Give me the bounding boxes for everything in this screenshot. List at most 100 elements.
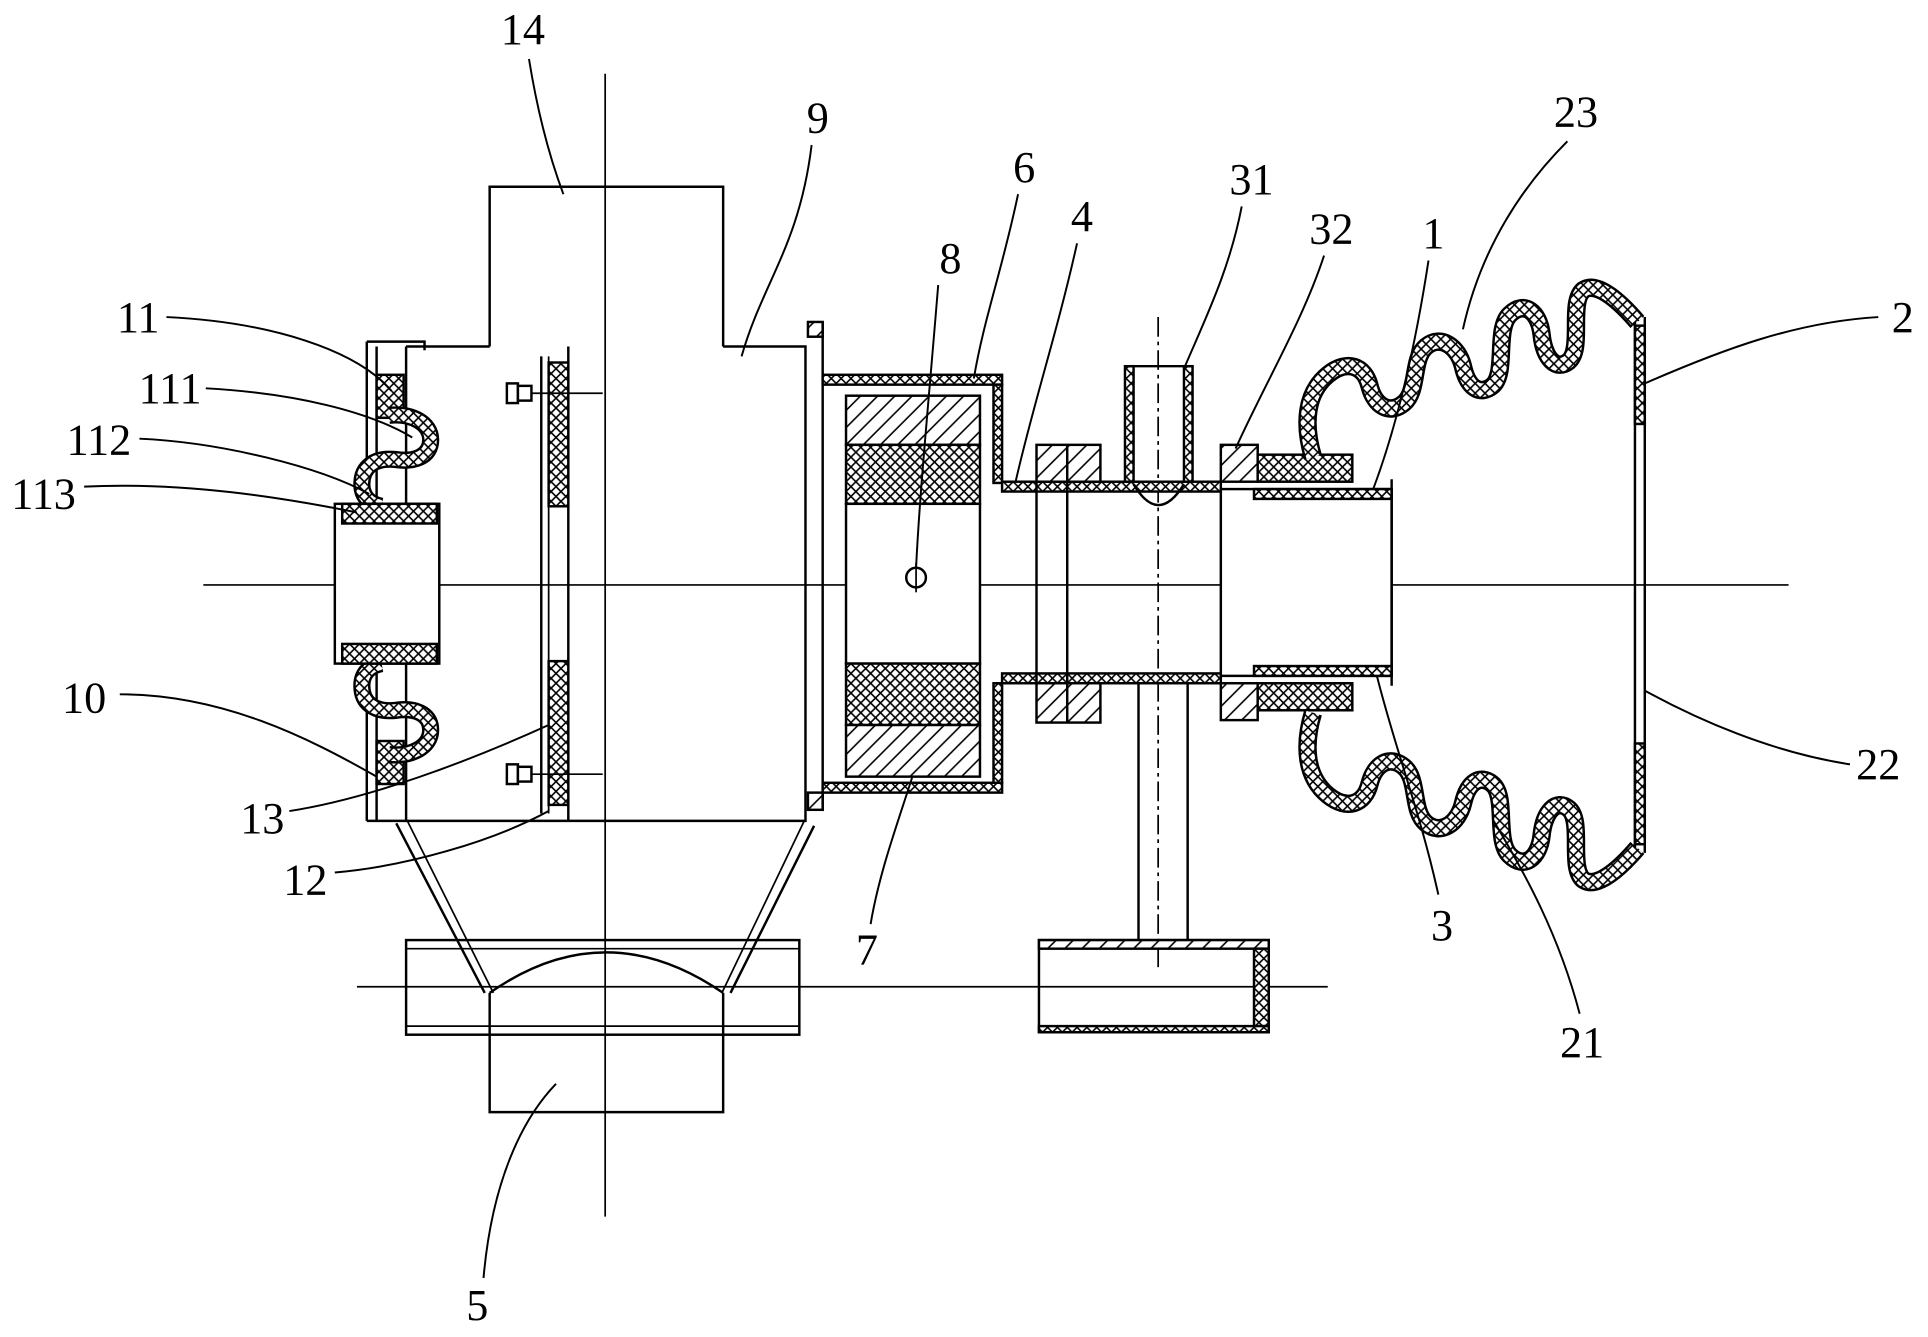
leader-9	[740, 144, 813, 357]
cross-tube-arc	[488, 951, 724, 994]
leader-1	[1372, 260, 1430, 490]
label-10: 10	[62, 674, 106, 723]
label-6: 6	[1013, 143, 1035, 192]
lower-tray	[1037, 938, 1270, 1034]
leader-22	[1644, 689, 1851, 766]
nozzle-flange-bottom	[1219, 682, 1259, 722]
inlet-pipe	[488, 185, 725, 347]
hopper-cone	[395, 820, 816, 994]
rotor-housing	[806, 320, 1004, 812]
rotor	[844, 394, 982, 778]
filter-plate	[505, 356, 603, 814]
label-13: 13	[240, 794, 284, 843]
end-cover-hatch-bottom	[1633, 742, 1647, 846]
outlet-assembly	[404, 938, 801, 1114]
tray-top-wall	[1037, 938, 1270, 950]
label-112: 112	[67, 416, 132, 465]
label-32: 32	[1309, 204, 1353, 253]
cone-left-inner	[406, 820, 495, 994]
nozzle-liner-bottom	[1252, 664, 1393, 678]
leader-112	[139, 437, 370, 495]
bolt-top	[505, 382, 603, 405]
housing-top-wall	[821, 373, 1004, 386]
label-111: 111	[139, 364, 202, 413]
label-21: 21	[1560, 1018, 1604, 1067]
tray-bottom-wall	[1037, 1024, 1270, 1034]
sleeve-band-top	[340, 502, 439, 525]
shaft-wall-top	[1000, 480, 1223, 493]
leader-111	[205, 387, 413, 439]
label-2: 2	[1892, 293, 1914, 342]
rotor-core-bottom	[844, 662, 982, 727]
label-8: 8	[939, 234, 961, 283]
leader-lines	[84, 58, 1879, 1279]
bolt-nut	[516, 384, 533, 402]
leader-113	[84, 484, 358, 514]
rotor-center	[844, 502, 982, 665]
leader-12	[334, 810, 550, 874]
outlet-pipe	[488, 992, 725, 1114]
nozzle-liner-top	[1252, 487, 1393, 501]
leader-14	[528, 58, 565, 195]
label-113: 113	[11, 470, 76, 519]
cone-right-inner	[721, 820, 806, 994]
label-4: 4	[1071, 192, 1093, 241]
leader-7	[869, 776, 914, 925]
sleeve-band-bottom	[340, 642, 439, 665]
leader-3	[1375, 675, 1440, 895]
leader-10	[119, 693, 378, 778]
cone-left-outer	[395, 822, 486, 994]
nozzle-collar-bottom	[1256, 682, 1354, 712]
sleeve-outline	[333, 502, 441, 665]
label-7: 7	[856, 926, 878, 975]
leader-2	[1644, 316, 1879, 385]
rotor-outer-bottom	[844, 723, 982, 778]
bolt-bottom	[505, 763, 603, 786]
bolt-nut	[516, 765, 533, 783]
housing-flange-bottom	[806, 791, 824, 812]
label-11: 11	[117, 293, 160, 342]
rotor-core-top	[844, 443, 982, 506]
leader-4	[1014, 243, 1079, 482]
branch-pipe	[1123, 364, 1194, 941]
cone-right-outer	[729, 825, 816, 994]
sleeve-cylinder	[333, 502, 441, 665]
label-5: 5	[466, 1281, 488, 1330]
housing-right-wall-top	[992, 383, 1004, 485]
branch-wall-right	[1182, 364, 1194, 483]
rotor-outer-top	[844, 394, 982, 447]
housing-right-wall-bottom	[992, 682, 1004, 785]
leader-31	[1183, 206, 1243, 370]
end-cover-hatch-top	[1633, 324, 1647, 426]
leader-11	[166, 316, 393, 392]
nozzle-tube	[1219, 487, 1393, 678]
branch-wall-left	[1123, 364, 1135, 483]
leader-5	[482, 1083, 557, 1279]
housing-bottom-wall	[821, 781, 1004, 794]
reference-numerals: 14 9 6 4 31 32 1 23 2 8 11 111 112 113 1…	[11, 5, 1914, 1330]
housing-flange-top	[806, 320, 824, 338]
tray-right-wall	[1252, 947, 1270, 1028]
label-3: 3	[1431, 901, 1453, 950]
bolt-head	[505, 763, 520, 786]
bolt-head	[505, 382, 520, 405]
label-1: 1	[1422, 209, 1444, 258]
label-14: 14	[501, 5, 545, 54]
nozzle-flange-top	[1219, 443, 1259, 483]
centerlines	[203, 73, 1789, 1217]
label-22: 22	[1856, 740, 1900, 789]
label-9: 9	[807, 94, 829, 143]
nozzle-assembly	[1219, 443, 1393, 722]
plate-hatch-top	[547, 361, 570, 508]
plate-hatch-bottom	[547, 659, 570, 807]
cross-tube	[404, 938, 801, 1036]
leader-8	[915, 285, 940, 568]
leader-21	[1492, 820, 1581, 1015]
label-23: 23	[1554, 88, 1598, 137]
shaft-wall-bottom	[1000, 672, 1223, 685]
leader-32	[1234, 255, 1325, 449]
branch-saddle	[1132, 483, 1186, 507]
leader-13	[289, 724, 550, 813]
label-12: 12	[283, 856, 327, 905]
